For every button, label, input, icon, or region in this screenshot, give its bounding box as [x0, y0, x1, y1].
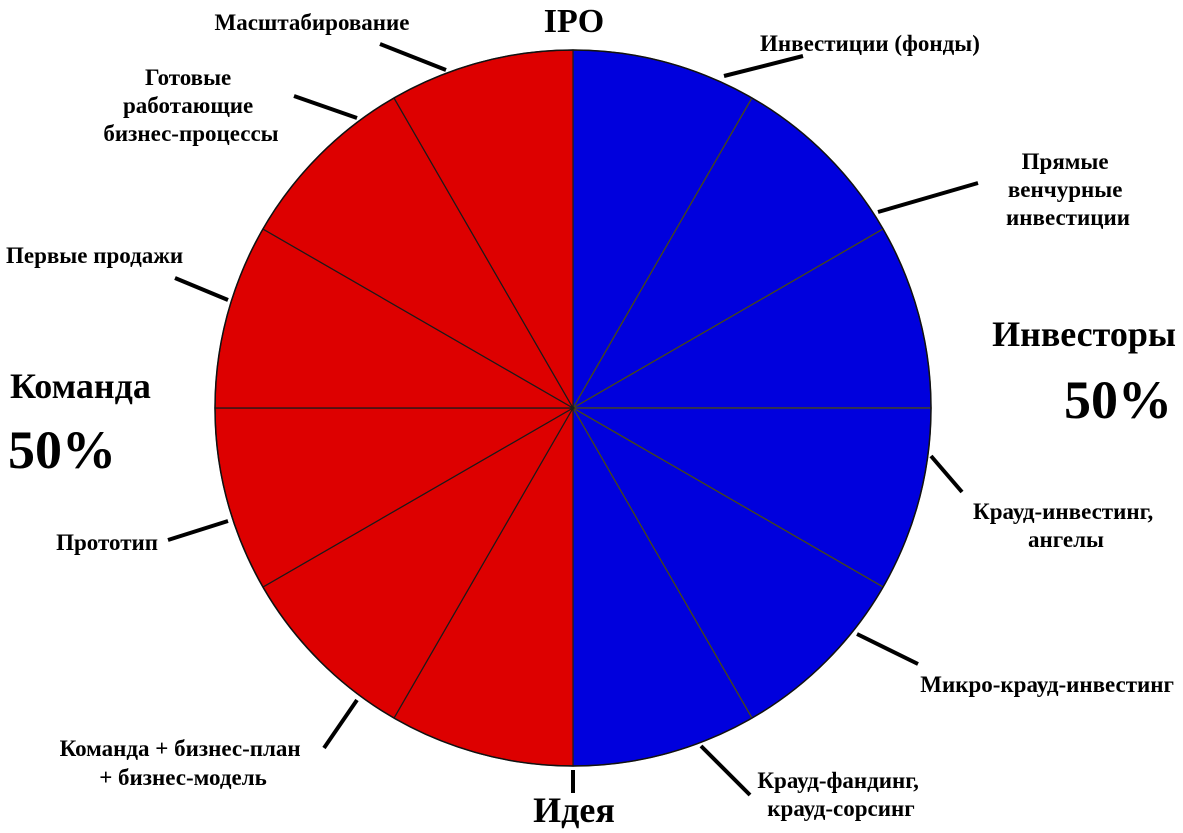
leader-line — [174, 276, 229, 302]
investors-group-percent: 50% — [1064, 370, 1172, 430]
slice-label-crowd-investing-line: ангелы — [1028, 527, 1104, 552]
pie-outline — [214, 49, 932, 767]
slice-label-team-plan-line: Команда + бизнес-план — [60, 736, 301, 761]
idea-label: Идея — [533, 790, 615, 830]
leader-line — [877, 181, 979, 214]
investors-group-label: Инвесторы — [992, 314, 1176, 354]
slice-label-scaling: Масштабирование — [214, 10, 409, 35]
slice-label-ready-processes-line: бизнес-процессы — [103, 121, 278, 146]
slice-label-team-plan-line: + бизнес-модель — [99, 765, 267, 790]
slice-label-micro-crowd: Микро-крауд-инвестинг — [920, 672, 1174, 697]
leader-line — [167, 519, 229, 542]
slice-label-crowdfunding-line: крауд-сорсинг — [767, 796, 914, 821]
team-group-label: Команда — [10, 366, 151, 406]
slice-label-crowdfunding: Крауд-фандинг, крауд-сорсинг — [757, 768, 924, 821]
slice-label-crowdfunding-line: Крауд-фандинг, — [757, 768, 919, 793]
slice-label-ready-processes: Готовые работающие бизнес-процессы — [103, 65, 278, 146]
slice-label-crowd-investing: Крауд-инвестинг, ангелы — [973, 499, 1159, 552]
slice-label-crowd-investing-line: Крауд-инвестинг, — [973, 499, 1153, 524]
team-group-percent: 50% — [8, 420, 116, 480]
slice-label-direct-vc-line: Прямые — [1022, 149, 1109, 174]
leader-line — [322, 698, 359, 750]
leader-line — [293, 94, 358, 120]
pie-slices — [214, 49, 932, 767]
leader-line — [856, 632, 919, 666]
ipo-label: IPO — [544, 3, 604, 40]
leader-line — [723, 54, 804, 78]
slice-label-ready-processes-line: работающие — [123, 93, 253, 118]
slice-label-ready-processes-line: Готовые — [145, 65, 231, 90]
leader-line — [699, 744, 752, 797]
slice-label-first-sales: Первые продажи — [6, 243, 183, 268]
leader-line — [929, 454, 964, 494]
slice-label-direct-vc: Прямые венчурные инвестиции — [1006, 149, 1130, 230]
slice-label-invest-funds: Инвестиции (фонды) — [760, 31, 980, 56]
slice-label-team-plan: Команда + бизнес-план + бизнес-модель — [60, 736, 307, 790]
leader-line — [379, 42, 447, 72]
slice-label-direct-vc-line: венчурные — [1008, 177, 1123, 202]
slice-label-direct-vc-line: инвестиции — [1006, 205, 1130, 230]
leader-lines — [167, 42, 979, 797]
slice-label-prototype: Прототип — [56, 530, 158, 555]
